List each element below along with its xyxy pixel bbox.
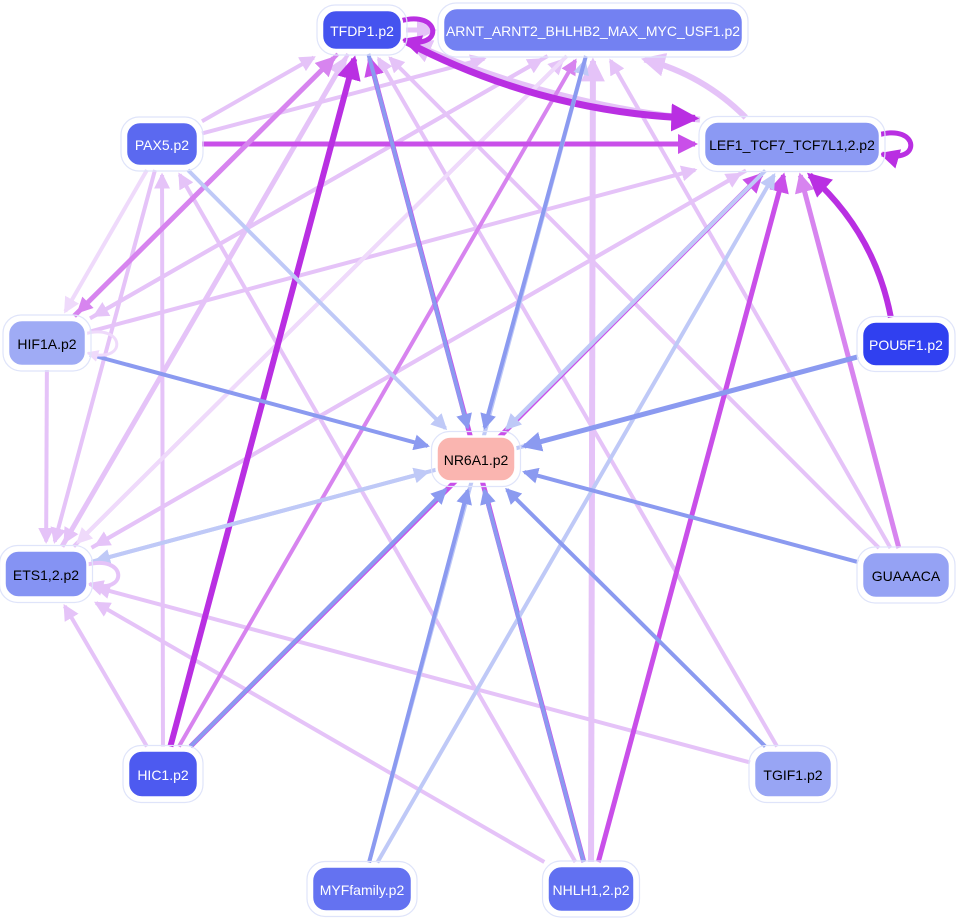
node-box (546, 864, 636, 914)
self-loop-tfdp1-p2 (399, 16, 436, 55)
edge-arnt-to-ets1-2-p2 (76, 54, 569, 545)
node-outline (306, 860, 418, 918)
edge-lef1-to-ets1-2-p2 (94, 168, 748, 547)
node-box (860, 550, 952, 600)
edge-nhlh1-2-p2-to-arnt (580, 57, 605, 863)
node-label: HIF1A.p2 (17, 336, 76, 352)
node-outline (437, 2, 749, 58)
edge-tgif1-p2-to-tfdp1-p2 (376, 56, 779, 748)
node-box (752, 749, 834, 799)
node-pou5f1-p2[interactable]: POU5F1.p2 (856, 315, 956, 373)
node-label: ETS1,2.p2 (13, 567, 79, 583)
node-box (3, 549, 89, 599)
edge-tfdp1-p2-to-nr6a1-p2 (366, 53, 472, 430)
edge-nhlh1-2-p2-to-nr6a1-p2 (480, 488, 586, 863)
edge-guaaaca-to-nr6a1-p2 (522, 467, 859, 564)
edge-hic1-p2-to-nr6a1-p2 (188, 487, 448, 748)
node-label: ARNT_ARNT2_BHLHB2_MAX_MYC_USF1.p2 (446, 23, 740, 39)
node-label: MYFfamily.p2 (320, 882, 405, 898)
edge-ets1-2-p2-to-nr6a1-p2 (90, 467, 430, 564)
node-box (124, 120, 200, 168)
node-box (320, 8, 404, 52)
edge-hic1-p2-to-ets1-2-p2 (63, 604, 149, 748)
node-label: POU5F1.p2 (869, 337, 943, 353)
edge-nhlh1-2-p2-to-ets1-2-p2 (94, 601, 546, 864)
edge-guaaaca-to-lef1 (794, 172, 902, 549)
edge-tgif1-p2-to-nr6a1-p2 (505, 487, 767, 748)
self-loop-lef1 (877, 130, 914, 169)
node-nhlh1-2-p2[interactable]: NHLH1,2.p2 (541, 860, 641, 918)
edge-pax5-p2-to-tfdp1-p2 (201, 55, 316, 123)
edge-myffamily-p2-to-lef1 (375, 173, 776, 864)
edge-hif1a-p2-to-ets1-2-p2 (38, 369, 55, 544)
node-outline (748, 744, 838, 804)
node-label: TGIF1.p2 (763, 767, 822, 783)
edge-pax5-p2-to-nr6a1-p2 (186, 168, 448, 431)
node-pax5-p2[interactable]: PAX5.p2 (120, 116, 204, 172)
node-hic1-p2[interactable]: HIC1.p2 (122, 744, 204, 804)
edge-tfdp1-p2-to-ets1-2-p2 (62, 52, 350, 544)
node-label: HIC1.p2 (137, 767, 189, 783)
node-label: LEF1_TCF7_TCF7L1,2.p2 (709, 137, 875, 153)
edge-hic1-p2-to-arnt (177, 58, 578, 748)
edge-lef1-to-arnt (640, 52, 748, 120)
node-outline (0, 544, 94, 604)
edge-tgif1-p2-to-ets1-2-p2 (94, 583, 751, 765)
node-outline (856, 546, 956, 604)
node-box (435, 435, 517, 483)
node-outline (541, 860, 641, 918)
node-box (310, 865, 414, 913)
node-label: TFDP1.p2 (330, 23, 394, 39)
node-label: GUAAACA (872, 568, 941, 584)
node-arnt[interactable]: ARNT_ARNT2_BHLHB2_MAX_MYC_USF1.p2 (437, 2, 749, 58)
node-box (126, 749, 200, 799)
node-hif1a-p2[interactable]: HIF1A.p2 (2, 314, 92, 372)
node-box (860, 320, 952, 368)
node-label: NR6A1.p2 (444, 452, 509, 468)
node-outline (698, 115, 886, 173)
node-outline (2, 314, 92, 372)
node-tfdp1-p2[interactable]: TFDP1.p2 (316, 4, 408, 56)
node-label: PAX5.p2 (135, 137, 189, 153)
edge-myffamily-p2-to-nr6a1-p2 (367, 488, 472, 864)
node-outline (430, 430, 522, 488)
edge-pou5f1-p2-to-lef1 (807, 172, 894, 319)
node-outline (856, 315, 956, 373)
node-box (702, 120, 882, 168)
node-guaaaca[interactable]: GUAAACA (856, 546, 956, 604)
edge-pou5f1-p2-to-nr6a1-p2 (521, 354, 859, 452)
node-box (441, 6, 745, 54)
edge-hif1a-p2-to-nr6a1-p2 (89, 352, 430, 451)
edge-hif1a-p2-to-lef1 (89, 165, 698, 334)
edge-pax5-p2-to-hif1a-p2 (63, 168, 149, 314)
edge-tfdp1-p2-to-lef1 (404, 38, 700, 132)
edge-nhlh1-2-p2-to-pax5-p2 (177, 172, 578, 863)
node-myffamily-p2[interactable]: MYFfamily.p2 (306, 860, 418, 918)
node-outline (316, 4, 408, 56)
edge-lef1-to-nr6a1-p2 (505, 169, 767, 431)
node-label: NHLH1,2.p2 (552, 882, 629, 898)
node-outline (122, 744, 204, 804)
node-box (6, 318, 88, 368)
node-outline (120, 116, 204, 172)
edge-arnt-to-nr6a1-p2 (480, 55, 588, 430)
edges-layer (38, 16, 914, 864)
node-tgif1-p2[interactable]: TGIF1.p2 (748, 744, 838, 804)
node-lef1[interactable]: LEF1_TCF7_TCF7L1,2.p2 (698, 115, 886, 173)
self-loop-ets1-2-p2 (84, 561, 121, 596)
node-nr6a1-p2[interactable]: NR6A1.p2 (430, 430, 522, 488)
node-ets1-2-p2[interactable]: ETS1,2.p2 (0, 544, 94, 604)
self-loop-hif1a-p2 (83, 330, 119, 362)
